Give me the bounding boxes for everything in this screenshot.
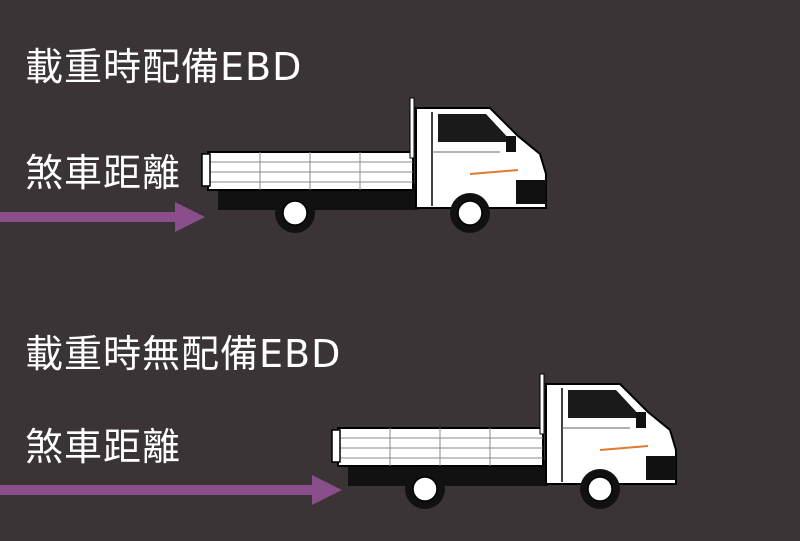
braking-distance-arrow-icon [0, 475, 342, 505]
section-title-with-ebd: 載重時配備EBD [25, 45, 303, 89]
truck-illustration [331, 373, 677, 509]
section-title-without-ebd: 載重時無配備EBD [25, 332, 342, 376]
truck-illustration [201, 97, 547, 233]
braking-distance-label: 煞車距離 [25, 151, 182, 195]
braking-distance-label: 煞車距離 [25, 425, 182, 469]
braking-distance-arrow-icon [0, 202, 205, 232]
